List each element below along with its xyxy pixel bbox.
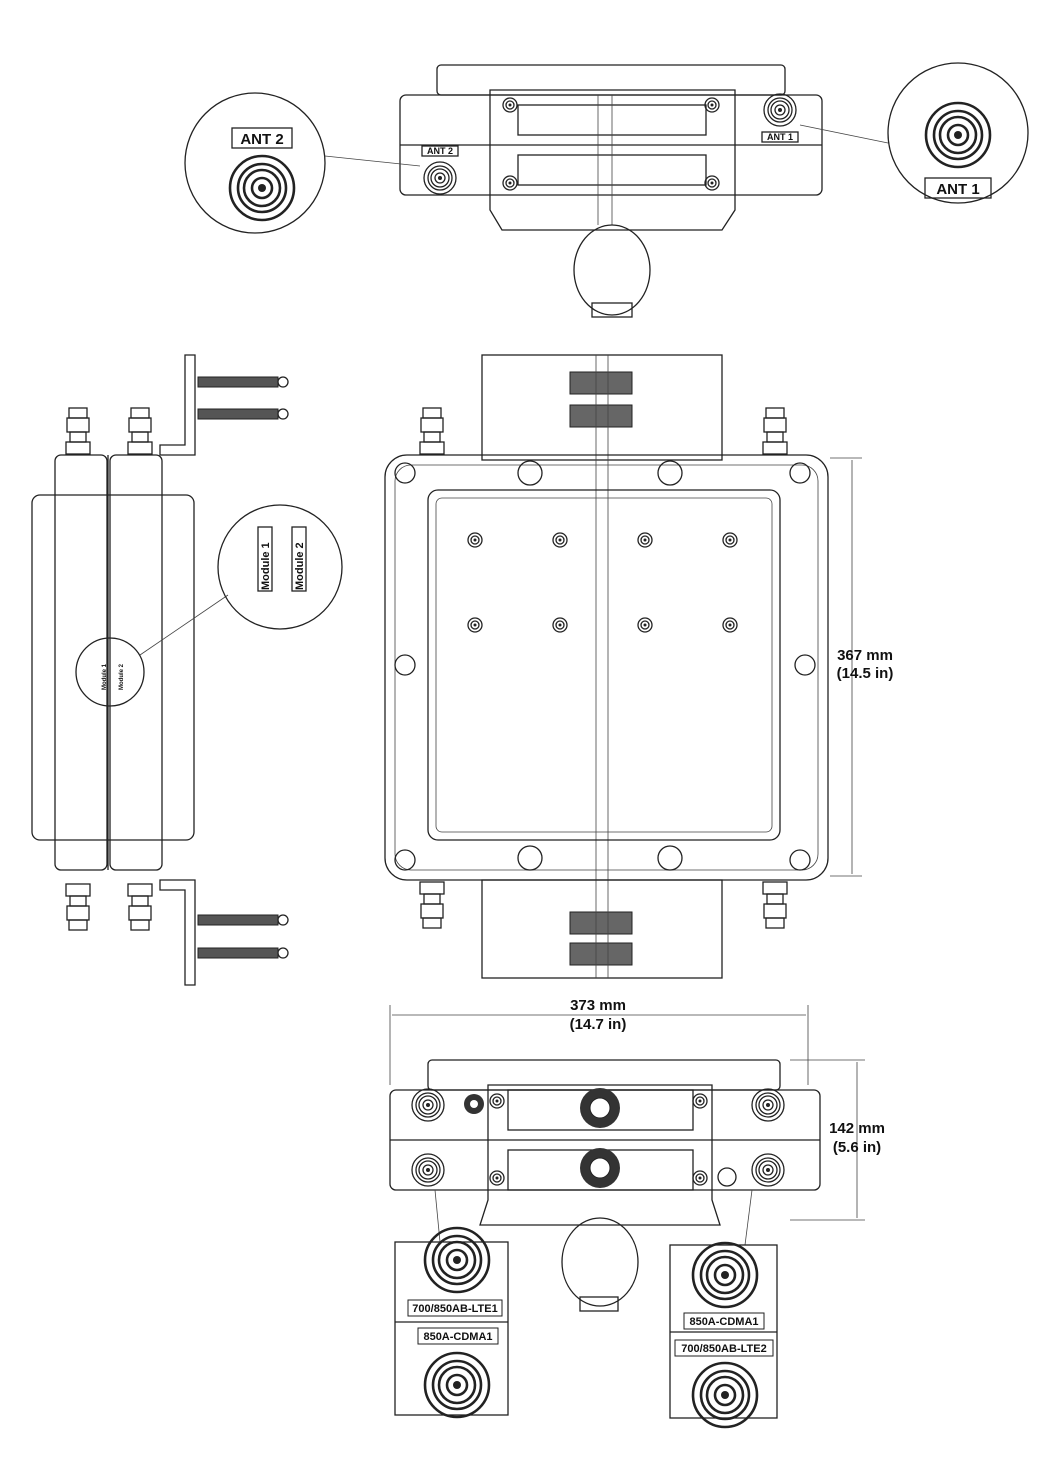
left-callout-lower-label: 850A-CDMA1 xyxy=(423,1331,492,1343)
bottom-view: 373 mm (14.7 in) 142 mm (5.6 in) 700/850… xyxy=(389,997,885,1429)
ant1-label: ANT 1 xyxy=(767,132,793,142)
module2-small-label: Module 2 xyxy=(119,663,125,690)
right-callout-upper-label: 850A-CDMA1 xyxy=(689,1316,758,1328)
module1-label: Module 1 xyxy=(260,542,272,590)
ant2-callout-label: ANT 2 xyxy=(240,131,283,148)
right-callout-lower-label: 700/850AB-LTE2 xyxy=(681,1343,766,1355)
top-view: ANT 2 ANT 1 ANT 2 ANT 1 xyxy=(184,62,1029,318)
side-view: Module 1 Module 2 Module 1 Module 2 xyxy=(31,354,343,986)
width-in-label: (14.7 in) xyxy=(570,1016,627,1033)
depth-mm-label: 142 mm xyxy=(829,1120,885,1137)
ant1-callout-label: ANT 1 xyxy=(936,181,979,198)
height-in-label: (14.5 in) xyxy=(837,665,894,682)
ant2-label: ANT 2 xyxy=(427,146,453,156)
module1-small-label: Module 1 xyxy=(102,663,108,690)
left-callout-upper-label: 700/850AB-LTE1 xyxy=(412,1303,497,1315)
depth-in-label: (5.6 in) xyxy=(833,1139,881,1156)
width-mm-label: 373 mm xyxy=(570,997,626,1014)
height-mm-label: 367 mm xyxy=(837,647,893,664)
front-view: 367 mm (14.5 in) xyxy=(384,354,894,979)
module2-label: Module 2 xyxy=(294,542,306,590)
